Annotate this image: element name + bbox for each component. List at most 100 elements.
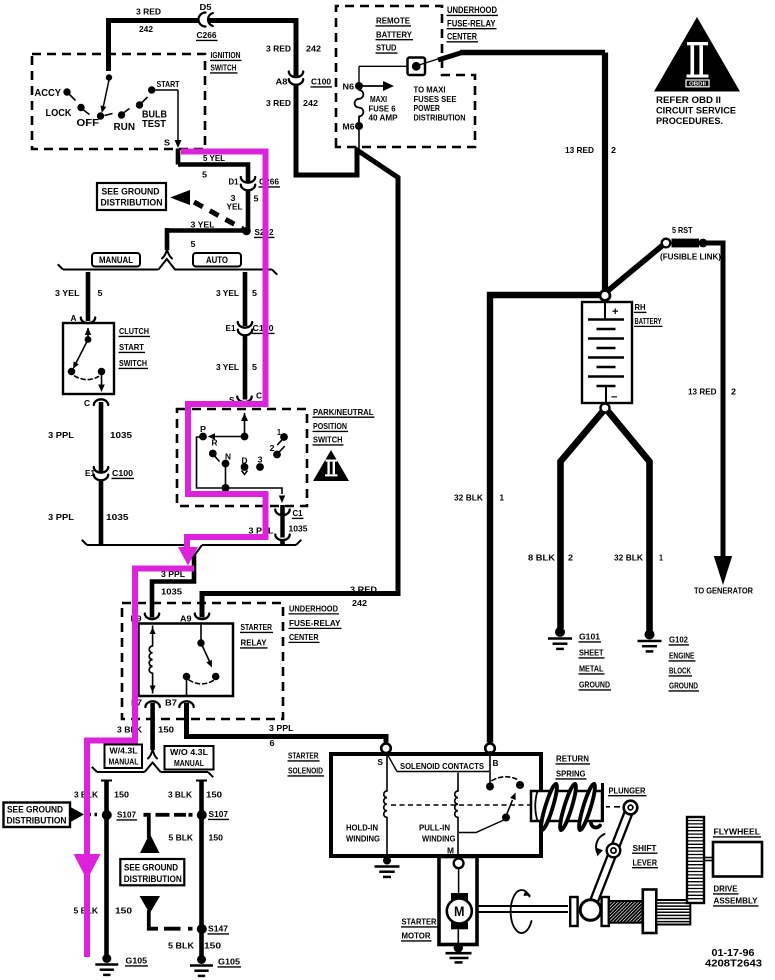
svg-text:3 YEL: 3 YEL [55, 288, 80, 298]
svg-text:OBDII: OBDII [689, 82, 707, 88]
svg-text:C: C [256, 391, 262, 401]
svg-text:1035: 1035 [161, 587, 182, 597]
svg-text:5 RST: 5 RST [672, 225, 693, 235]
svg-text:MANUAL: MANUAL [174, 759, 204, 768]
svg-text:SPRING: SPRING [556, 769, 586, 779]
svg-text:B7: B7 [165, 698, 177, 708]
svg-text:YEL: YEL [227, 202, 243, 212]
svg-text:PULL-IN: PULL-IN [419, 823, 450, 833]
svg-text:5: 5 [252, 288, 257, 298]
svg-text:METAL: METAL [579, 664, 604, 674]
svg-text:5 BLK: 5 BLK [169, 833, 194, 843]
svg-text:BLOCK: BLOCK [669, 666, 692, 676]
svg-text:S: S [378, 757, 384, 767]
svg-text:A: A [71, 313, 77, 323]
svg-text:13 RED: 13 RED [565, 145, 594, 155]
svg-text:STARTER: STARTER [241, 622, 273, 632]
svg-text:3: 3 [258, 456, 264, 465]
svg-text:SOLENOID: SOLENOID [288, 766, 323, 776]
svg-text:AUTO: AUTO [206, 255, 228, 265]
svg-text:3 RED: 3 RED [350, 585, 377, 595]
svg-text:P: P [200, 425, 207, 434]
svg-text:TO GENERATOR: TO GENERATOR [694, 586, 753, 596]
svg-text:UNDERHOOD: UNDERHOOD [289, 604, 338, 614]
svg-text:DRIVE: DRIVE [714, 884, 738, 894]
svg-text:GROUND: GROUND [579, 680, 610, 690]
svg-text:242: 242 [306, 44, 321, 54]
svg-text:+: + [612, 306, 618, 318]
svg-text:MAXI: MAXI [370, 94, 387, 104]
svg-text:DISTRIBUTION: DISTRIBUTION [101, 198, 163, 209]
svg-text:G101: G101 [579, 632, 600, 642]
svg-text:40 AMP: 40 AMP [369, 113, 398, 123]
svg-text:RETURN: RETURN [556, 754, 589, 764]
svg-text:RH: RH [635, 302, 646, 312]
svg-text:5: 5 [202, 170, 207, 180]
svg-text:DISTRIBUTION: DISTRIBUTION [7, 816, 67, 826]
svg-text:STARTER: STARTER [402, 917, 437, 927]
svg-text:150: 150 [206, 790, 222, 800]
svg-text:3 RED: 3 RED [266, 98, 291, 108]
svg-text:LOCK: LOCK [46, 107, 72, 119]
svg-text:SOLENOID CONTACTS: SOLENOID CONTACTS [400, 761, 484, 771]
svg-text:STARTER: STARTER [288, 751, 319, 761]
svg-text:MANUAL: MANUAL [109, 758, 139, 767]
svg-text:START: START [157, 79, 181, 89]
svg-text:DISTRIBUTION: DISTRIBUTION [124, 873, 182, 884]
svg-text:C1: C1 [293, 508, 303, 518]
svg-text:242: 242 [139, 24, 153, 34]
svg-text:SEE GROUND: SEE GROUND [7, 805, 63, 815]
svg-text:5: 5 [254, 194, 259, 204]
svg-text:FLYWHEEL: FLYWHEEL [714, 827, 761, 837]
svg-text:A9: A9 [180, 614, 192, 624]
svg-text:S: S [164, 138, 170, 148]
svg-text:3 PPL: 3 PPL [48, 430, 74, 440]
svg-text:150: 150 [115, 906, 132, 916]
svg-text:5 YEL: 5 YEL [203, 153, 225, 163]
svg-text:TEST: TEST [142, 118, 167, 130]
svg-text:N6: N6 [343, 82, 355, 92]
svg-text:C266: C266 [259, 177, 279, 187]
svg-text:3 PPL: 3 PPL [48, 512, 74, 522]
svg-text:HOLD-IN: HOLD-IN [346, 823, 378, 833]
svg-text:S107: S107 [117, 810, 136, 820]
svg-text:BULB: BULB [142, 109, 167, 121]
svg-text:MOTOR: MOTOR [402, 931, 431, 941]
svg-text:1: 1 [277, 428, 281, 437]
svg-text:POWER: POWER [414, 103, 441, 113]
svg-text:3 RED: 3 RED [266, 44, 291, 54]
svg-text:1035: 1035 [289, 524, 308, 534]
svg-text:S107: S107 [209, 809, 229, 819]
svg-text:WINDING: WINDING [422, 834, 456, 844]
svg-text:S147: S147 [208, 924, 228, 934]
svg-text:BATTERY: BATTERY [635, 316, 662, 326]
svg-text:5: 5 [98, 288, 103, 298]
svg-text:3 YEL: 3 YEL [191, 220, 215, 230]
svg-text:3 PPL: 3 PPL [161, 569, 185, 579]
svg-text:150: 150 [209, 833, 224, 843]
svg-text:DISTRIBUTION: DISTRIBUTION [414, 113, 466, 123]
svg-text:150: 150 [204, 941, 221, 951]
svg-text:CLUTCH: CLUTCH [119, 326, 149, 336]
svg-text:E1: E1 [226, 323, 236, 333]
svg-text:FUSE-RELAY: FUSE-RELAY [447, 18, 496, 29]
svg-text:ENGINE: ENGINE [669, 651, 695, 661]
svg-text:3: 3 [231, 193, 236, 203]
svg-text:G105: G105 [218, 957, 240, 967]
svg-text:2: 2 [611, 145, 616, 155]
svg-text:3 RED: 3 RED [136, 7, 161, 17]
svg-text:IGNITION: IGNITION [211, 50, 241, 60]
svg-text:C100: C100 [311, 77, 331, 87]
svg-text:3 BLK: 3 BLK [117, 725, 143, 735]
svg-text:1: 1 [659, 553, 663, 563]
svg-text:W/4.3L: W/4.3L [110, 747, 138, 756]
svg-text:1035: 1035 [106, 512, 129, 522]
svg-text:SWITCH: SWITCH [211, 63, 237, 73]
svg-text:POSITION: POSITION [313, 421, 347, 431]
svg-text:242: 242 [352, 598, 367, 608]
svg-text:REFER OBD II: REFER OBD II [656, 95, 721, 106]
svg-text:3 PPL: 3 PPL [269, 723, 294, 733]
svg-text:OFF: OFF [77, 117, 100, 129]
svg-text:8 BLK: 8 BLK [528, 553, 556, 563]
svg-text:PLUNGER: PLUNGER [609, 785, 646, 795]
